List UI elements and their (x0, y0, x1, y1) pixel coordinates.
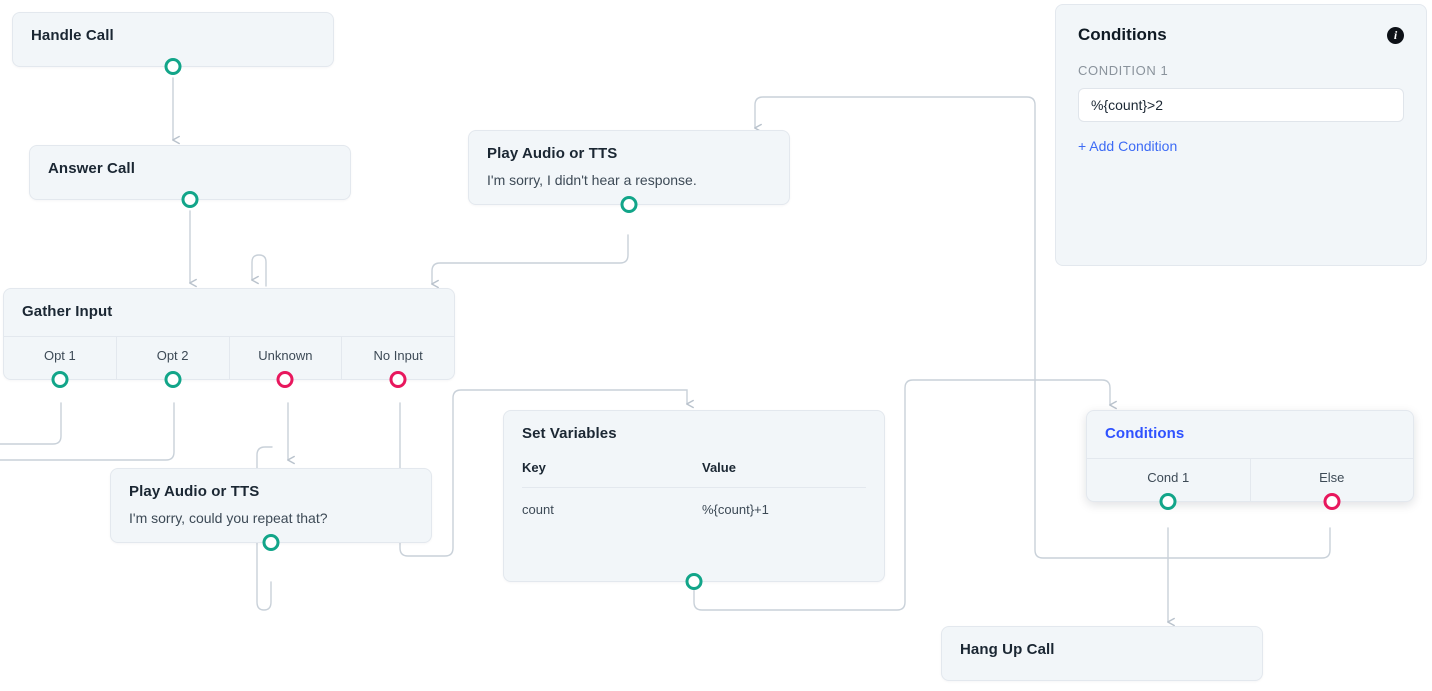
port-row: Cond 1 Else (1087, 458, 1414, 510)
port-label: Unknown (258, 348, 313, 363)
output-port-cond-1[interactable] (1159, 493, 1177, 510)
node-title: Hang Up Call (960, 641, 1055, 658)
condition-1-input[interactable]: %{count}>2 (1078, 88, 1404, 122)
table-row: count %{count}+1 (522, 488, 866, 517)
edge-opt2-out (0, 402, 175, 461)
node-title: Set Variables (522, 425, 617, 442)
port-opt-2[interactable]: Opt 2 (115, 337, 229, 388)
node-subtext: I'm sorry, could you repeat that? (129, 510, 328, 526)
info-icon[interactable]: i (1387, 26, 1404, 44)
node-title: Gather Input (22, 303, 113, 320)
node-set-variables[interactable]: Set Variables Key Value count %{count}+1 (503, 410, 885, 590)
node-title: Play Audio or TTS (129, 483, 260, 500)
cell-key: count (522, 502, 554, 517)
node-title: Conditions (1105, 425, 1185, 442)
node-handle-call[interactable]: Handle Call (12, 12, 334, 75)
node-title: Handle Call (31, 27, 114, 44)
edge-opt1-out (0, 402, 62, 445)
condition-1-label: CONDITION 1 (1078, 63, 1169, 78)
panel-title: Conditions (1078, 25, 1167, 44)
panel-header: Conditions i (1056, 5, 1426, 45)
node-play-audio-no-input[interactable]: Play Audio or TTS I'm sorry, I didn't he… (468, 130, 790, 213)
node-hang-up-call[interactable]: Hang Up Call (941, 626, 1263, 681)
output-port-opt-1[interactable] (51, 371, 69, 388)
table-header-row: Key Value (522, 450, 866, 487)
node-play-audio-unknown[interactable]: Play Audio or TTS I'm sorry, could you r… (110, 468, 432, 551)
port-label: Else (1319, 470, 1345, 485)
column-header-value: Value (702, 460, 736, 475)
port-else[interactable]: Else (1249, 459, 1414, 510)
node-subtext: I'm sorry, I didn't hear a response. (487, 172, 697, 188)
edge-play-noinput-to-gather (431, 234, 629, 289)
cell-value: %{count}+1 (702, 502, 769, 517)
output-port-else[interactable] (1323, 493, 1341, 510)
port-label: Cond 1 (1147, 470, 1190, 485)
port-label: Opt 1 (43, 348, 76, 363)
port-unknown[interactable]: Unknown (228, 337, 342, 388)
variables-table: Key Value count %{count}+1 (504, 450, 884, 517)
node-gather-input[interactable]: Gather Input Opt 1 Opt 2 Unknown No Inpu… (3, 288, 455, 388)
output-port-answer-call[interactable] (181, 191, 199, 208)
output-port-handle-call[interactable] (164, 58, 182, 75)
port-opt-1[interactable]: Opt 1 (4, 337, 116, 388)
output-port-play-audio-unknown[interactable] (262, 534, 280, 551)
add-condition-button[interactable]: + Add Condition (1078, 138, 1178, 154)
port-row: Opt 1 Opt 2 Unknown No Input (4, 336, 454, 388)
output-port-opt-2[interactable] (164, 371, 182, 388)
edge-loopback-gather (251, 254, 267, 287)
output-port-unknown[interactable] (276, 371, 294, 388)
port-label: Opt 2 (156, 348, 189, 363)
table-divider (522, 487, 866, 488)
node-title: Answer Call (48, 160, 135, 177)
node-title: Play Audio or TTS (487, 145, 618, 162)
node-conditions[interactable]: Conditions Cond 1 Else (1086, 410, 1414, 510)
output-port-set-variables[interactable] (685, 573, 703, 590)
node-answer-call[interactable]: Answer Call (29, 145, 351, 208)
conditions-inspector-panel[interactable]: Conditions i CONDITION 1 %{count}>2 + Ad… (1055, 4, 1427, 266)
column-header-key: Key (522, 460, 546, 475)
port-label: No Input (373, 348, 423, 363)
output-port-play-audio-no-input[interactable] (620, 196, 638, 213)
port-cond-1[interactable]: Cond 1 (1087, 459, 1250, 510)
port-no-input[interactable]: No Input (341, 337, 454, 388)
output-port-no-input[interactable] (389, 371, 407, 388)
